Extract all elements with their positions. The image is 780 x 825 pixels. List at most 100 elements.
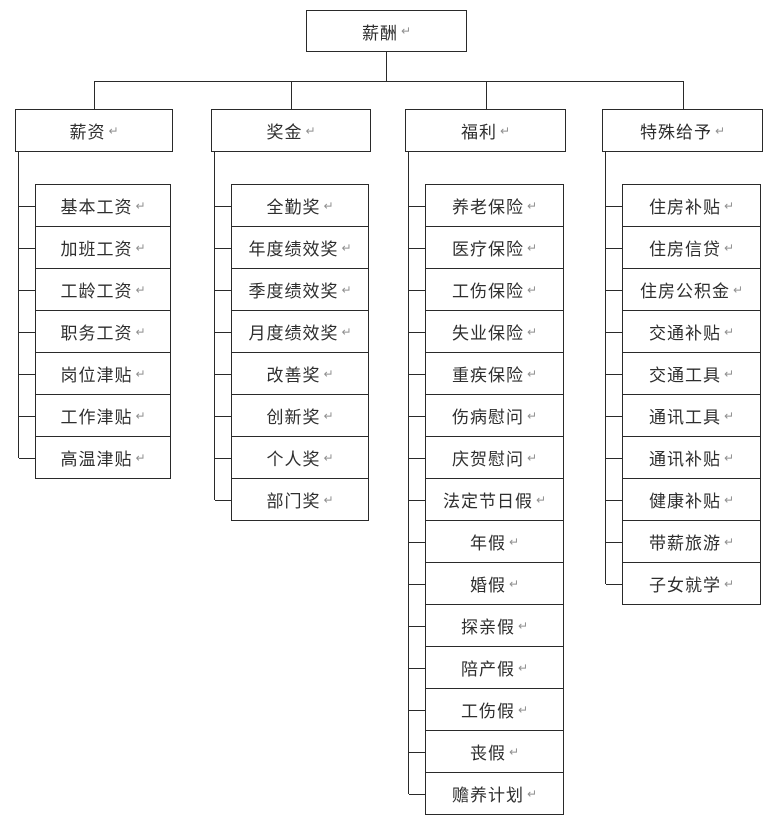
- node-item: 带薪旅游↵: [606, 520, 761, 563]
- node-item: 庆贺慰问↵: [409, 436, 564, 479]
- return-mark: ↵: [323, 198, 334, 213]
- return-mark: ↵: [323, 492, 334, 507]
- node-bonus-label: 奖金: [266, 123, 303, 143]
- node-item-label: 丧假: [469, 744, 506, 764]
- node-item-label: 庆贺慰问: [451, 450, 524, 470]
- return-mark: ↵: [723, 366, 735, 381]
- node-item-label: 通讯补贴: [648, 450, 721, 470]
- node-item: 年度绩效奖↵: [215, 226, 369, 269]
- node-item-label: 赡养计划: [451, 786, 524, 806]
- node-item: 创新奖↵: [215, 394, 369, 437]
- node-item: 月度绩效奖↵: [215, 310, 369, 353]
- return-mark: ↵: [526, 450, 538, 465]
- return-mark: ↵: [723, 198, 735, 213]
- node-salary: 薪资↵: [15, 109, 173, 152]
- connector-drop-special: [683, 81, 684, 109]
- connector-drop-welfare: [486, 81, 487, 109]
- return-mark: ↵: [135, 366, 146, 381]
- node-item-label: 住房公积金: [639, 282, 730, 302]
- node-item-label: 伤病慰问: [451, 408, 524, 428]
- node-item: 基本工资↵: [19, 184, 171, 227]
- node-item: 住房补贴↵: [606, 184, 761, 227]
- connector-drop-bonus: [291, 81, 292, 109]
- return-mark: ↵: [323, 408, 334, 423]
- return-mark: ↵: [108, 123, 119, 138]
- node-item-label: 部门奖: [266, 492, 321, 512]
- return-mark: ↵: [135, 282, 146, 297]
- node-item-label: 年假: [469, 534, 506, 554]
- node-item-label: 岗位津贴: [60, 366, 133, 386]
- connector-root-drop: [386, 52, 387, 81]
- node-item-label: 改善奖: [266, 366, 321, 386]
- return-mark: ↵: [517, 660, 529, 675]
- node-item-label: 年度绩效奖: [248, 240, 339, 260]
- node-item-label: 月度绩效奖: [248, 324, 339, 344]
- return-mark: ↵: [135, 324, 146, 339]
- node-item-label: 通讯工具: [648, 408, 721, 428]
- return-mark: ↵: [400, 24, 412, 38]
- node-item-label: 法定节日假: [442, 492, 533, 512]
- node-item: 养老保险↵: [409, 184, 564, 227]
- return-mark: ↵: [723, 240, 735, 255]
- node-item: 年假↵: [409, 520, 564, 563]
- node-item-label: 交通补贴: [648, 324, 721, 344]
- return-mark: ↵: [723, 450, 735, 465]
- children-salary: 基本工资↵加班工资↵工龄工资↵职务工资↵岗位津贴↵工作津贴↵高温津贴↵: [19, 184, 171, 479]
- return-mark: ↵: [341, 324, 352, 339]
- node-special-grant-label: 特殊给予: [639, 123, 712, 143]
- node-item-label: 加班工资: [60, 240, 133, 260]
- node-item-label: 季度绩效奖: [248, 282, 339, 302]
- return-mark: ↵: [723, 576, 735, 591]
- node-item-label: 工龄工资: [60, 282, 133, 302]
- node-item-label: 全勤奖: [266, 198, 321, 218]
- node-welfare: 福利↵: [405, 109, 566, 152]
- node-item: 子女就学↵: [606, 562, 761, 605]
- node-item: 探亲假↵: [409, 604, 564, 647]
- node-item: 季度绩效奖↵: [215, 268, 369, 311]
- return-mark: ↵: [517, 618, 529, 633]
- node-item: 法定节日假↵: [409, 478, 564, 521]
- node-item: 健康补贴↵: [606, 478, 761, 521]
- node-item: 重疾保险↵: [409, 352, 564, 395]
- return-mark: ↵: [135, 198, 146, 213]
- connector-top-rail: [94, 81, 684, 82]
- connector-spine-salary: [18, 151, 19, 458]
- return-mark: ↵: [517, 702, 529, 717]
- return-mark: ↵: [526, 408, 538, 423]
- return-mark: ↵: [305, 123, 316, 138]
- node-item-label: 高温津贴: [60, 450, 133, 470]
- return-mark: ↵: [323, 366, 334, 381]
- return-mark: ↵: [723, 324, 735, 339]
- node-item-label: 工伤保险: [451, 282, 524, 302]
- connector-drop-salary: [94, 81, 95, 109]
- node-item-label: 住房补贴: [648, 198, 721, 218]
- return-mark: ↵: [526, 786, 538, 801]
- node-item: 交通补贴↵: [606, 310, 761, 353]
- return-mark: ↵: [535, 492, 547, 507]
- children-special-grant: 住房补贴↵住房信贷↵住房公积金↵交通补贴↵交通工具↵通讯工具↵通讯补贴↵健康补贴…: [606, 184, 761, 605]
- return-mark: ↵: [526, 324, 538, 339]
- node-item: 医疗保险↵: [409, 226, 564, 269]
- return-mark: ↵: [526, 198, 538, 213]
- node-item: 岗位津贴↵: [19, 352, 171, 395]
- node-special-grant: 特殊给予↵: [602, 109, 763, 152]
- node-item-label: 健康补贴: [648, 492, 721, 512]
- node-item-label: 个人奖: [266, 450, 321, 470]
- node-root-label: 薪酬: [361, 23, 398, 44]
- node-item: 工龄工资↵: [19, 268, 171, 311]
- return-mark: ↵: [526, 366, 538, 381]
- node-item-label: 重疾保险: [451, 366, 524, 386]
- node-item-label: 养老保险: [451, 198, 524, 218]
- return-mark: ↵: [323, 450, 334, 465]
- node-item: 部门奖↵: [215, 478, 369, 521]
- return-mark: ↵: [499, 123, 511, 138]
- node-item: 婚假↵: [409, 562, 564, 605]
- node-bonus: 奖金↵: [211, 109, 371, 152]
- connector-spine-welfare: [408, 151, 409, 794]
- node-item-label: 婚假: [469, 576, 506, 596]
- return-mark: ↵: [135, 450, 146, 465]
- children-welfare: 养老保险↵医疗保险↵工伤保险↵失业保险↵重疾保险↵伤病慰问↵庆贺慰问↵法定节日假…: [409, 184, 564, 815]
- node-item: 高温津贴↵: [19, 436, 171, 479]
- return-mark: ↵: [723, 534, 735, 549]
